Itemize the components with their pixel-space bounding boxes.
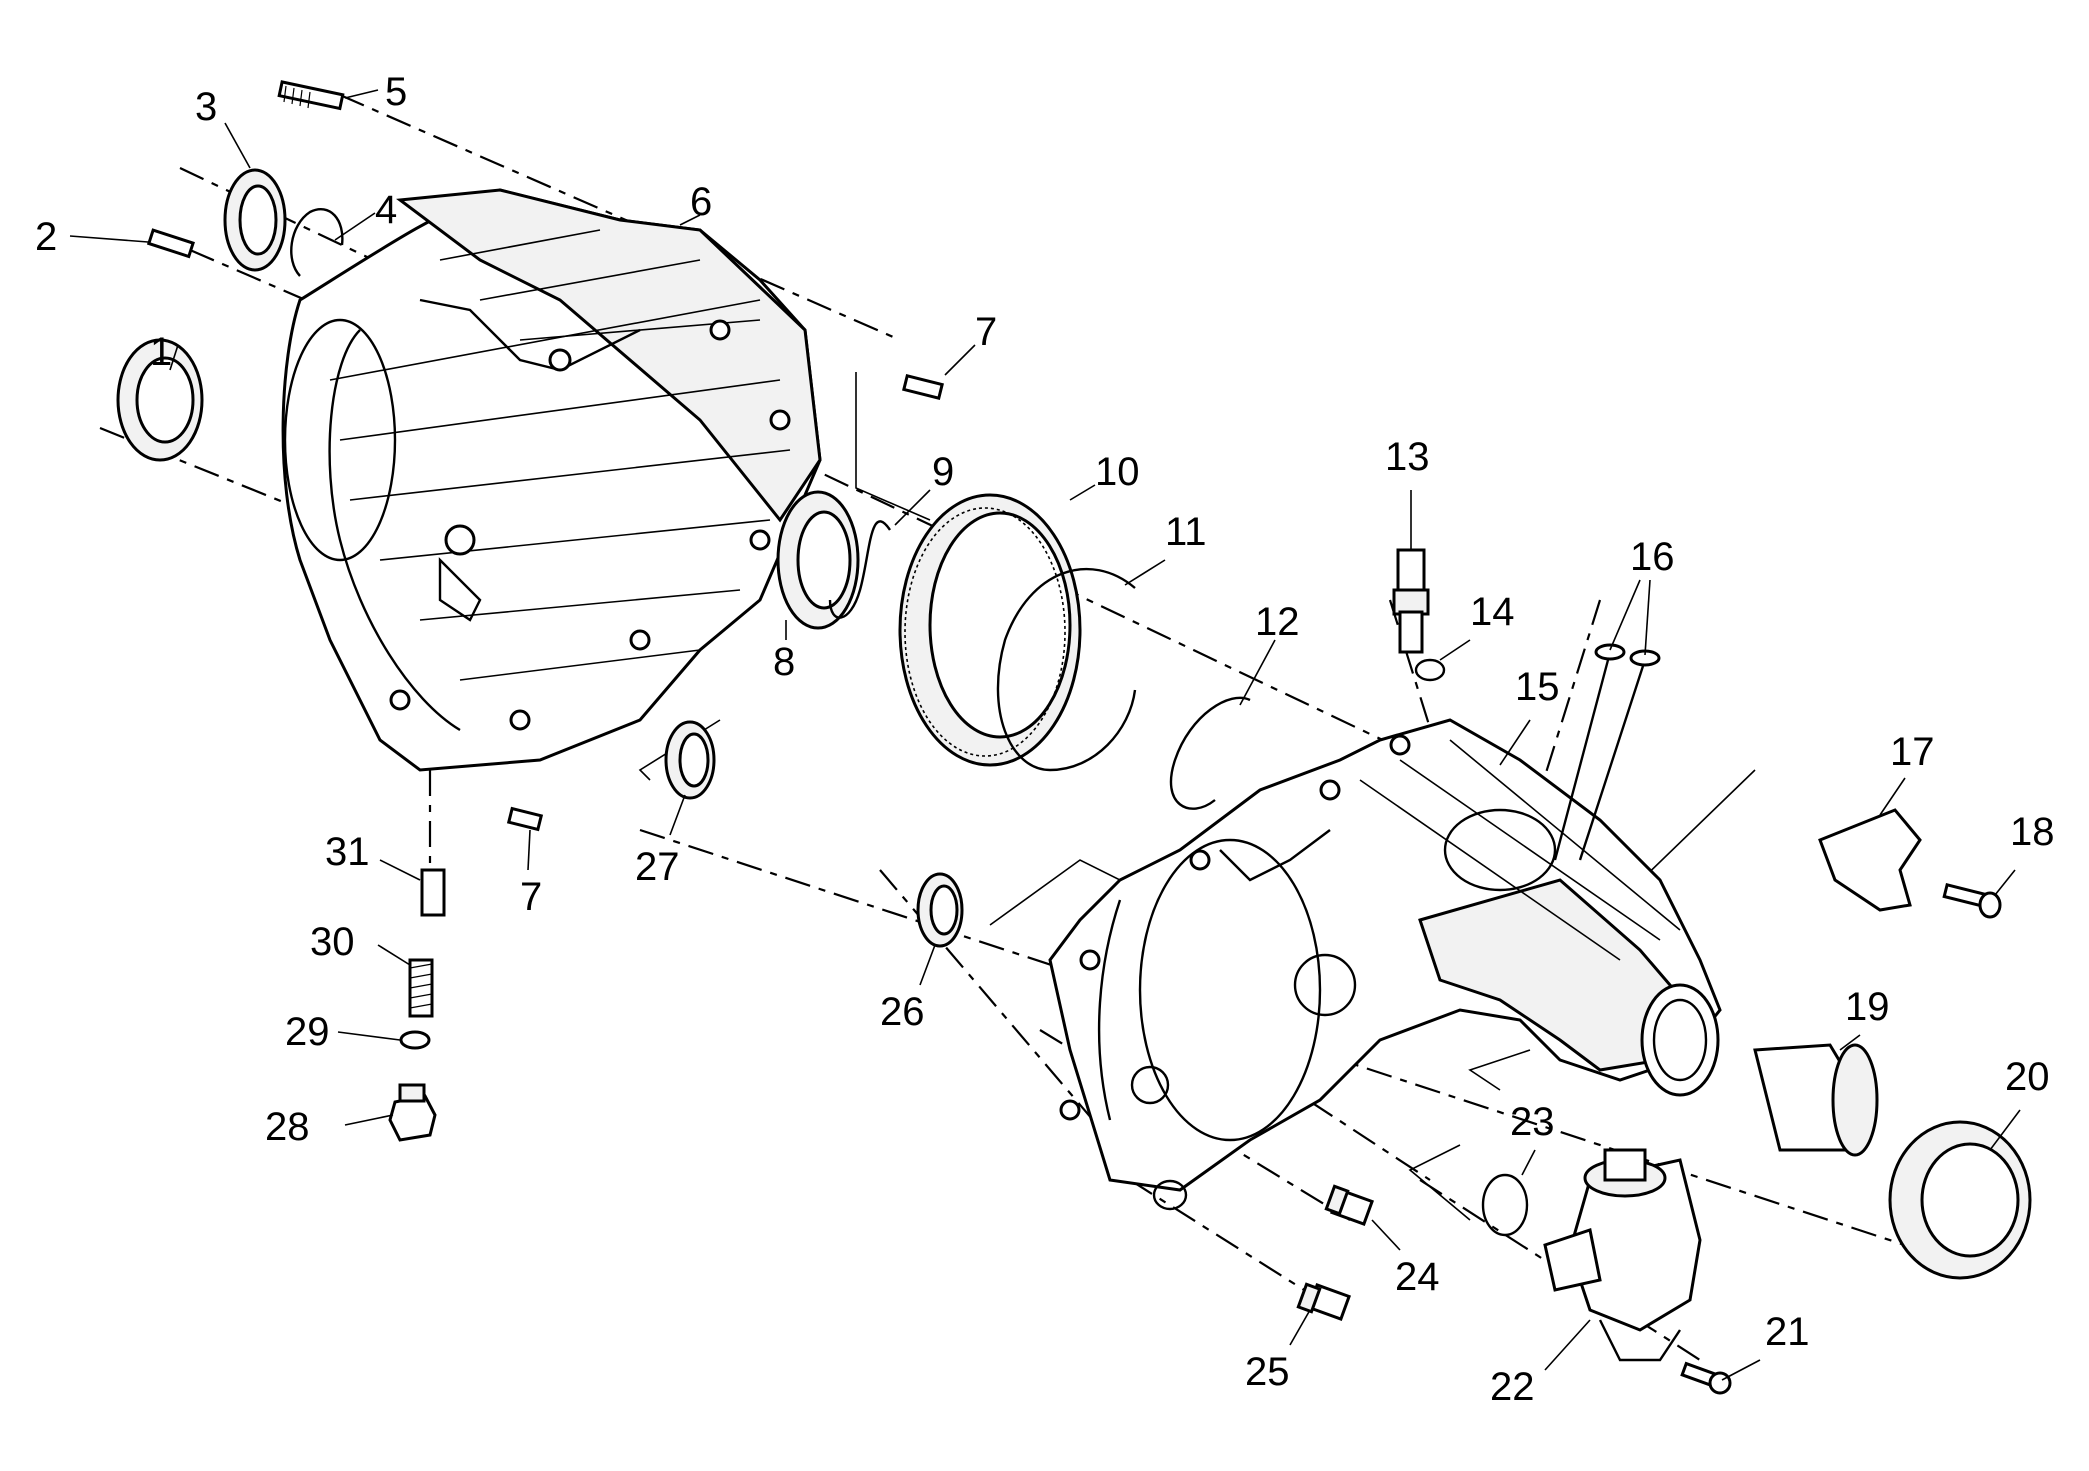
spring-30 (408, 958, 434, 1018)
bolt-18 (1942, 883, 2002, 919)
callout-14: 14 (1470, 590, 1515, 634)
plug-25 (1296, 1282, 1352, 1322)
callout-20: 20 (2005, 1055, 2050, 1099)
seal-1 (116, 338, 204, 462)
callout-21: 21 (1765, 1310, 1810, 1354)
bushing-19 (1753, 1043, 1879, 1157)
callout-7-lower: 7 (520, 875, 542, 919)
plunger-31 (420, 868, 446, 917)
callout-27: 27 (635, 845, 680, 889)
seal-26 (916, 872, 964, 948)
callout-9: 9 (932, 450, 954, 494)
callout-29: 29 (285, 1010, 330, 1054)
callout-5: 5 (385, 70, 407, 114)
callout-16: 16 (1630, 535, 1675, 579)
bolt-21 (1680, 1361, 1732, 1395)
drain-plug-28 (388, 1083, 437, 1142)
callout-31: 31 (325, 830, 370, 874)
seal-3 (223, 168, 287, 272)
callout-24: 24 (1395, 1255, 1440, 1299)
pins-16 (1553, 643, 1661, 861)
front-case-half-6 (281, 188, 822, 772)
rear-case-half-15 (1048, 718, 1722, 1211)
dowel-pin-7-lower (506, 806, 544, 832)
leader-lines (69, 89, 2021, 1381)
callout-11: 11 (1165, 510, 1207, 554)
callout-28: 28 (265, 1105, 310, 1149)
ring-gear-10 (898, 493, 1082, 767)
callout-2: 2 (35, 215, 57, 259)
callout-17: 17 (1890, 730, 1935, 774)
callout-26: 26 (880, 990, 925, 1034)
callout-labels: 1 2 3 4 5 6 7 7 8 9 10 11 12 13 14 15 16… (35, 70, 2055, 1409)
snap-ring-4 (290, 208, 344, 277)
motor-22 (1543, 1148, 1702, 1362)
callout-10: 10 (1095, 450, 1140, 494)
callout-7-upper: 7 (975, 310, 997, 354)
seal-27 (664, 720, 716, 800)
callout-22: 22 (1490, 1365, 1535, 1409)
callout-8: 8 (773, 640, 795, 684)
snap-ring-11 (996, 567, 1137, 772)
callout-13: 13 (1385, 435, 1430, 479)
washer-29 (399, 1030, 431, 1050)
plug-24 (1324, 1184, 1375, 1227)
dowel-pin-7-upper (902, 374, 944, 400)
dowel-pin-2 (146, 228, 195, 259)
callout-18: 18 (2010, 810, 2055, 854)
o-ring-23 (1481, 1173, 1529, 1237)
bolt-5 (277, 80, 345, 111)
bracket-17 (1818, 808, 1922, 912)
snap-ring-9 (828, 520, 891, 619)
callout-12: 12 (1255, 600, 1300, 644)
callout-15: 15 (1515, 665, 1560, 709)
callout-25: 25 (1245, 1350, 1290, 1394)
bearing-8 (776, 490, 860, 630)
callout-19: 19 (1845, 985, 1890, 1029)
callout-4: 4 (375, 188, 397, 232)
callout-1: 1 (150, 330, 172, 374)
callout-3: 3 (195, 85, 217, 129)
callout-6: 6 (690, 180, 712, 224)
sensor-13 (1392, 548, 1430, 654)
callout-23: 23 (1510, 1100, 1555, 1144)
seal-20 (1888, 1120, 2032, 1280)
snap-ring-12 (1169, 696, 1251, 810)
callout-30: 30 (310, 920, 355, 964)
o-ring-14 (1414, 658, 1446, 682)
